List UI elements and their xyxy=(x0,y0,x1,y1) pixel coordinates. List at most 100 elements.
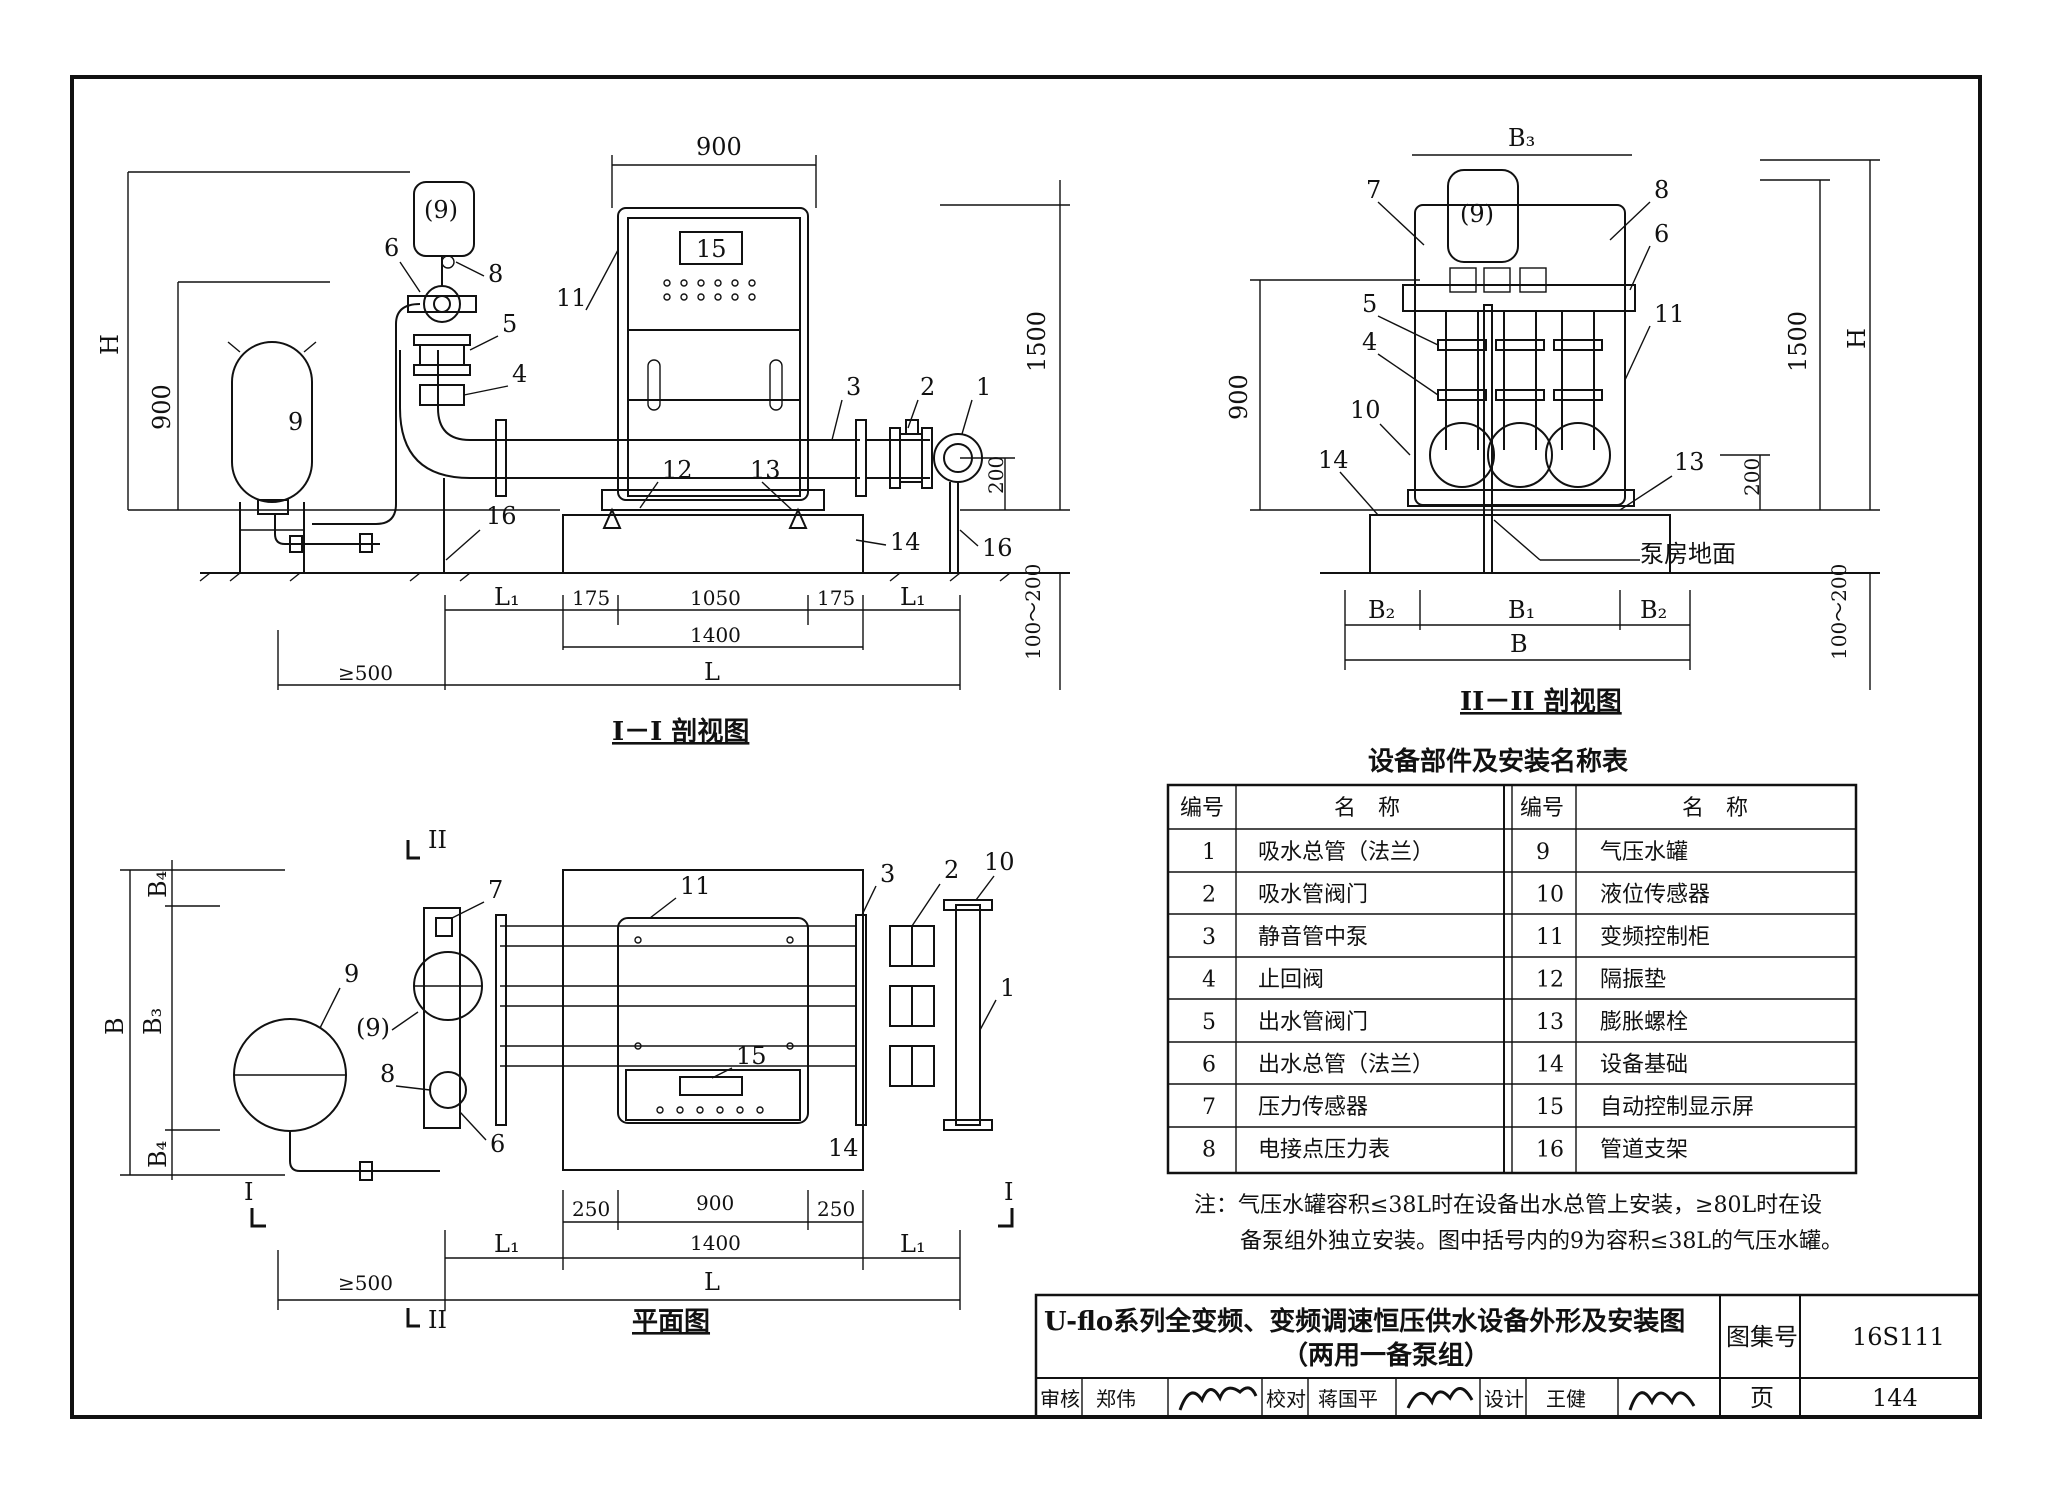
plan-dim-250b: 250 xyxy=(817,1197,855,1221)
note-line-1: 注：气压水罐容积≤38L时在设备出水总管上安装，≥80L时在设 xyxy=(1194,1193,1822,1218)
table-cell-no: 14 xyxy=(1536,1053,1564,1078)
s2-dim-B2a: B₂ xyxy=(1368,596,1395,624)
s2-callout-10: 10 xyxy=(1350,396,1381,424)
plan-callout-9b: (9) xyxy=(356,1014,390,1042)
s1-callout-12: 12 xyxy=(662,456,693,484)
table-cell-name: 自动控制显示屏 xyxy=(1600,1095,1754,1120)
table-cell-no: 13 xyxy=(1536,1010,1564,1035)
plan-dim-ge500: ≥500 xyxy=(338,1271,393,1295)
s1-dim-100-200: 100～200 xyxy=(1021,564,1045,660)
plan-section-mark-I-left: I xyxy=(244,1178,253,1206)
page-label: 页 xyxy=(1750,1384,1774,1412)
reviewer-name: 郑伟 xyxy=(1096,1387,1136,1411)
table-cell-name: 管道支架 xyxy=(1600,1138,1688,1163)
s2-callout-5: 5 xyxy=(1362,290,1377,318)
s2-dim-B: B xyxy=(1510,630,1528,658)
s1-callout-13: 13 xyxy=(750,456,781,484)
checker-signature xyxy=(1406,1387,1474,1409)
s1-dim-900: 900 xyxy=(696,133,742,161)
designer-signature xyxy=(1628,1391,1696,1411)
table-cell-no: 9 xyxy=(1536,840,1550,865)
table-cell-name: 出水总管（法兰） xyxy=(1258,1053,1434,1078)
plan-callout-6: 6 xyxy=(490,1130,505,1158)
design-label: 设计 xyxy=(1484,1387,1524,1411)
table-cell-name: 液位传感器 xyxy=(1600,883,1710,908)
reviewer-signature xyxy=(1178,1386,1258,1411)
s1-dim-ge500: ≥500 xyxy=(338,661,393,685)
s1-dim-175b: 175 xyxy=(817,586,855,610)
s1-dim-1500: 1500 xyxy=(1023,311,1051,372)
designer-name: 王健 xyxy=(1546,1387,1586,1411)
s1-callout-16a: 16 xyxy=(486,502,517,530)
s1-dim-L1b: L₁ xyxy=(900,583,926,611)
plan-callout-14: 14 xyxy=(828,1134,859,1162)
sheet-border xyxy=(70,75,1982,1419)
s1-callout-15: 15 xyxy=(696,235,727,263)
table-cell-no: 16 xyxy=(1536,1138,1564,1163)
section-1-1-view: 15 xyxy=(96,133,1070,690)
plan-dim-B3: B₃ xyxy=(139,1008,167,1035)
table-header-no-2: 编号 xyxy=(1520,796,1564,821)
s1-dim-900v: 900 xyxy=(148,384,176,430)
s2-dim-900: 900 xyxy=(1225,374,1253,420)
s1-callout-16b: 16 xyxy=(982,534,1013,562)
table-cell-name: 电接点压力表 xyxy=(1258,1138,1390,1163)
plan-dim-B4b: B₄ xyxy=(144,1141,172,1168)
plan-callout-9: 9 xyxy=(344,960,359,988)
plan-callout-3: 3 xyxy=(880,860,895,888)
s1-callout-1: 1 xyxy=(976,373,991,401)
plan-dim-L1b: L₁ xyxy=(900,1230,926,1258)
table-header-name-2: 名 称 xyxy=(1682,796,1748,821)
plan-callout-2: 2 xyxy=(944,856,959,884)
s1-callout-2: 2 xyxy=(920,373,935,401)
plan-callout-11: 11 xyxy=(680,872,711,900)
check-label: 校对 xyxy=(1266,1387,1306,1411)
plan-section-mark-II-bottom: II xyxy=(428,1306,447,1334)
s2-dim-1500: 1500 xyxy=(1784,311,1812,372)
section-1-1-title: I－I 剖视图 xyxy=(612,716,749,747)
table-cell-no: 3 xyxy=(1202,925,1216,950)
table-cell-no: 4 xyxy=(1202,968,1216,993)
s2-callout-6: 6 xyxy=(1654,220,1669,248)
plan-dim-250a: 250 xyxy=(572,1197,610,1221)
table-cell-name: 吸水总管（法兰） xyxy=(1258,840,1434,865)
table-cell-no: 5 xyxy=(1202,1010,1216,1035)
s1-dim-H: H xyxy=(96,334,124,355)
drawing-title: U-flo系列全变频、变频调速恒压供水设备外形及安装图 xyxy=(1044,1306,1685,1337)
plan-dim-1400: 1400 xyxy=(690,1231,741,1255)
table-header-no-1: 编号 xyxy=(1180,796,1224,821)
table-cell-no: 8 xyxy=(1202,1138,1216,1163)
drawing-subtitle: （两用一备泵组） xyxy=(1282,1340,1490,1371)
table-cell-no: 12 xyxy=(1536,968,1564,993)
review-label: 审核 xyxy=(1040,1387,1080,1411)
checker-name: 蒋国平 xyxy=(1318,1387,1378,1411)
note-line-2: 备泵组外独立安装。图中括号内的9为容积≤38L的气压水罐。 xyxy=(1240,1229,1843,1254)
plan-callout-1: 1 xyxy=(1000,974,1015,1002)
table-cell-no: 2 xyxy=(1202,883,1216,908)
table-cell-no: 15 xyxy=(1536,1095,1564,1120)
plan-section-mark-II-top: II xyxy=(428,826,447,854)
s2-dim-B1: B₁ xyxy=(1508,596,1535,624)
s2-dim-200: 200 xyxy=(1740,458,1764,496)
s2-callout-11: 11 xyxy=(1654,300,1685,328)
table-cell-name: 气压水罐 xyxy=(1600,840,1688,865)
s1-dim-175a: 175 xyxy=(572,586,610,610)
s1-callout-4: 4 xyxy=(512,360,527,388)
table-cell-name: 设备基础 xyxy=(1600,1053,1688,1078)
table-cell-no: 11 xyxy=(1536,925,1564,950)
plan-dim-900: 900 xyxy=(696,1191,734,1215)
s2-callout-4: 4 xyxy=(1362,328,1377,356)
section-2-2-title: II－II 剖视图 xyxy=(1460,686,1622,717)
page-number: 144 xyxy=(1872,1384,1918,1412)
table-cell-no: 10 xyxy=(1536,883,1564,908)
s1-callout-14: 14 xyxy=(890,528,921,556)
table-cell-name: 静音管中泵 xyxy=(1258,925,1368,950)
table-cell-no: 6 xyxy=(1202,1053,1216,1078)
table-cell-name: 吸水管阀门 xyxy=(1258,883,1368,908)
s1-callout-8: 8 xyxy=(488,260,503,288)
table-cell-name: 隔振垫 xyxy=(1600,968,1666,993)
s2-dim-H: H xyxy=(1843,328,1871,349)
plan-callout-10: 10 xyxy=(984,848,1015,876)
s2-callout-14: 14 xyxy=(1318,446,1349,474)
